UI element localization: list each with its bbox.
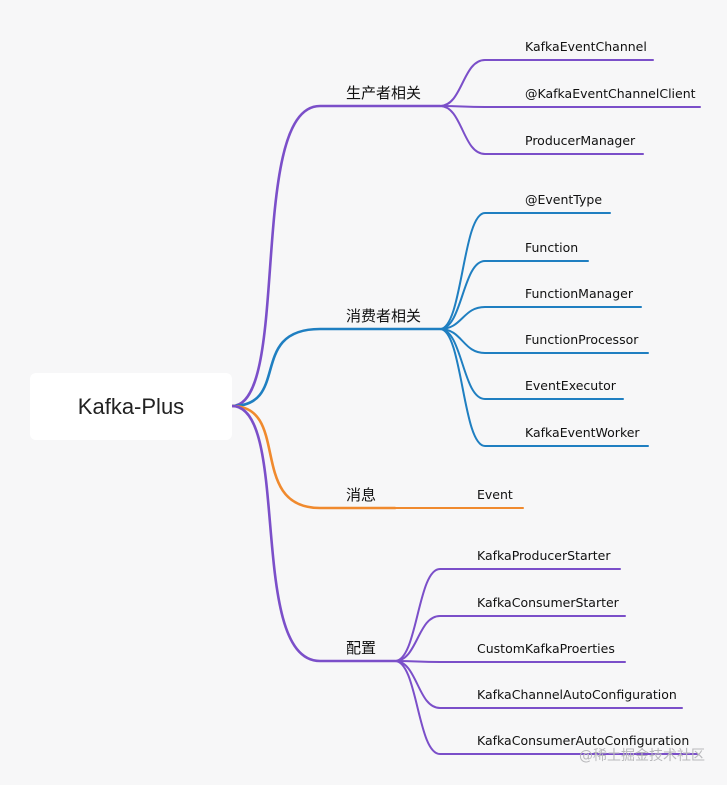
leaf-label-consumer-5[interactable]: KafkaEventWorker (525, 425, 640, 440)
leaf-label-message-0[interactable]: Event (477, 487, 513, 502)
leaf-label-config-1[interactable]: KafkaConsumerStarter (477, 595, 619, 610)
leaf-connector-consumer-5 (439, 328, 649, 447)
leaf-label-producer-0[interactable]: KafkaEventChannel (525, 39, 647, 54)
branch-label-message[interactable]: 消息 (346, 486, 377, 504)
branch-label-producer[interactable]: 生产者相关 (346, 84, 422, 102)
leaf-connector-config-3 (394, 660, 683, 709)
leaf-connector-config-1 (394, 615, 626, 662)
leaf-connector-consumer-0 (439, 212, 611, 330)
watermark: @稀土掘金技术社区 (579, 748, 705, 764)
leaf-connector-config-0 (394, 568, 621, 662)
branch-connector-config (230, 404, 397, 663)
leaf-label-config-2[interactable]: CustomKafkaProerties (477, 641, 615, 656)
leaf-label-consumer-0[interactable]: @EventType (525, 192, 603, 207)
leaf-connector-config-2 (394, 660, 626, 663)
leaf-label-producer-1[interactable]: @KafkaEventChannelClient (525, 86, 696, 101)
leaf-connector-consumer-3 (439, 328, 649, 354)
leaf-connector-producer-0 (439, 59, 654, 107)
leaf-connector-config-4 (394, 660, 698, 755)
leaf-label-consumer-1[interactable]: Function (525, 240, 579, 255)
leaf-connector-consumer-1 (439, 260, 589, 330)
leaf-label-config-3[interactable]: KafkaChannelAutoConfiguration (477, 687, 677, 702)
leaf-connector-producer-2 (439, 105, 644, 155)
leaf-label-consumer-3[interactable]: FunctionProcessor (525, 332, 639, 347)
root-node[interactable]: Kafka-Plus (30, 373, 232, 440)
leaf-label-producer-2[interactable]: ProducerManager (525, 133, 636, 148)
branch-label-config[interactable]: 配置 (346, 639, 377, 657)
leaf-connector-consumer-2 (439, 306, 642, 330)
root-label: Kafka-Plus (77, 393, 185, 419)
branch-label-consumer[interactable]: 消费者相关 (346, 307, 422, 325)
leaf-label-consumer-2[interactable]: FunctionManager (525, 286, 633, 301)
leaf-label-config-4[interactable]: KafkaConsumerAutoConfiguration (477, 733, 690, 748)
leaf-label-config-0[interactable]: KafkaProducerStarter (477, 548, 611, 563)
branch-connector-producer (230, 104, 442, 408)
branch-connector-consumer (230, 327, 442, 408)
leaf-label-consumer-4[interactable]: EventExecutor (525, 378, 616, 393)
leaf-connector-producer-1 (439, 105, 701, 108)
branch-connector-message (230, 404, 397, 510)
